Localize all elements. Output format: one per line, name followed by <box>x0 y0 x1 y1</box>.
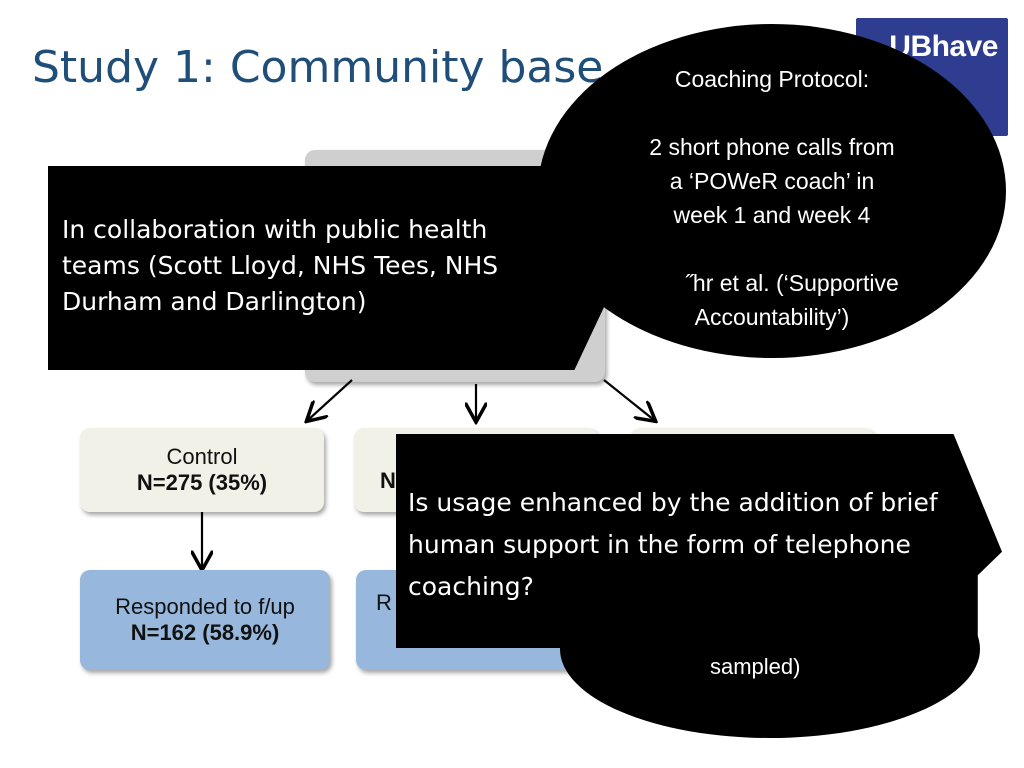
sampled-text: sampled) <box>710 654 801 679</box>
middle-count-partial: N <box>380 468 396 493</box>
arrow-to-right <box>603 379 654 420</box>
responded-control-node: Responded to f/up N=162 (58.9%) <box>80 570 330 670</box>
arrow-to-control <box>308 379 353 420</box>
usage-question-callout: Is usage enhanced by the addition of bri… <box>396 434 1002 648</box>
coaching-line-1: 2 short phone calls from <box>649 134 895 160</box>
collaboration-text: In collaboration with public health team… <box>62 215 499 316</box>
slide-title: Study 1: Community base <box>32 42 604 93</box>
control-node: Control N=275 (35%) <box>80 428 324 512</box>
responded-control-count: N=162 (58.9%) <box>130 620 280 645</box>
coaching-protocol-callout: Coaching Protocol: 2 short phone calls f… <box>538 24 1006 358</box>
responded-middle-label-partial: R <box>376 590 392 615</box>
coaching-line-2: a ‘POWeR coach’ in <box>669 168 875 194</box>
coaching-line-5: Accountability’) <box>694 304 850 330</box>
control-count: N=275 (35%) <box>136 470 268 495</box>
coaching-line-3: week 1 and week 4 <box>673 202 871 228</box>
control-label: Control <box>166 444 238 469</box>
usage-question-text: Is usage enhanced by the addition of bri… <box>408 488 938 601</box>
coaching-line-4: ˝hr et al. (‘Supportive <box>685 270 899 296</box>
collaboration-callout: In collaboration with public health team… <box>48 166 608 370</box>
responded-control-label: Responded to f/up <box>115 594 295 619</box>
coaching-heading: Coaching Protocol: <box>674 66 870 92</box>
